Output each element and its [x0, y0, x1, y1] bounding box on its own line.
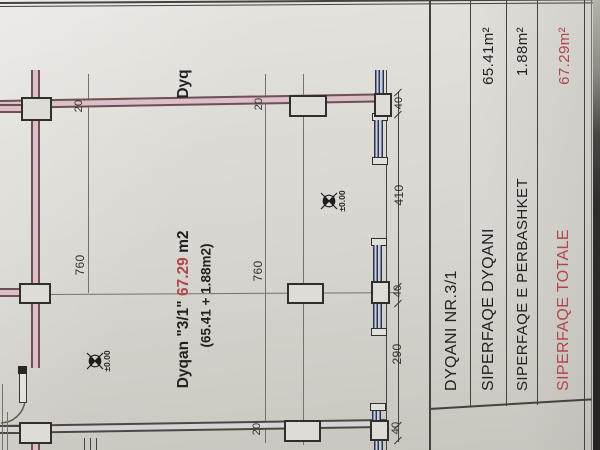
- dim-label-20-mid-top: 20: [253, 97, 265, 111]
- table-separator-2: [506, 0, 508, 406]
- column: [371, 281, 390, 304]
- level-marker-text: ±0.00: [102, 350, 112, 372]
- glazing-cap: [371, 328, 387, 336]
- dim-label-410: 410: [392, 184, 406, 206]
- wall-left-lower: [31, 441, 40, 450]
- column: [19, 422, 52, 444]
- table-row-value: 1.88m²: [514, 27, 531, 77]
- sheet-edge-line: [591, 0, 592, 450]
- table-separator-3: [537, 0, 539, 405]
- glazing-bottom-stub: [374, 440, 383, 450]
- wall-stub-top-left: [0, 104, 22, 113]
- table-border-right: [584, 0, 586, 450]
- lower-stub-line: [84, 438, 85, 450]
- wall-top: [0, 93, 391, 109]
- glazing-cap: [372, 157, 388, 165]
- table-row-siperfaqe-perbashket: SIPERFAQE E PERBASHKET 1.88m²: [508, 15, 537, 397]
- lower-stub-line: [96, 438, 97, 450]
- glazing-w3: [372, 411, 381, 420]
- table-row-label: SIPERFAQE DYQANI: [479, 228, 497, 391]
- glazing-top-stub: [375, 70, 384, 93]
- grid-axis-mid: [46, 292, 399, 295]
- door-swing-arc: [0, 400, 26, 424]
- room-area-total: 67.29: [175, 257, 192, 297]
- sheet-frame-line2: [0, 2, 594, 7]
- photo-edge-shadow: [593, 0, 600, 450]
- dim-label-20-mid-bottom: 20: [251, 422, 263, 436]
- table-row-siperfaqe-totale: SIPERFAQE TOTALE 67.29m²: [548, 15, 580, 397]
- table-row-dyqani: DYQANI NR.3/1: [435, 15, 468, 397]
- table-separator-1: [470, 0, 472, 407]
- table-row-siperfaqe-dyqani: SIPERFAQE DYQANI 65.41m²: [473, 15, 504, 397]
- table-row-label: DYQANI NR.3/1: [442, 270, 460, 391]
- glazing-w2-lower: [373, 302, 382, 328]
- left-edge-line2: [7, 412, 8, 450]
- table-row-value: 65.41m²: [480, 27, 497, 85]
- grid-line-a: [88, 74, 89, 293]
- level-marker-icon: [320, 192, 338, 210]
- wall-stub-mid-left: [0, 288, 20, 297]
- room-area-unit: m2: [175, 230, 192, 258]
- grid-line-c: [303, 74, 304, 445]
- dim-line-right: [398, 92, 399, 442]
- door-hinge: [18, 366, 27, 374]
- dim-label-20-top-left: 20: [73, 99, 85, 113]
- table-row-label: SIPERFAQE TOTALE: [555, 228, 572, 391]
- dim-label-40-r3: 40: [390, 421, 402, 435]
- column: [370, 420, 389, 441]
- glazing-w2-upper: [373, 245, 382, 282]
- dim-label-290: 290: [390, 343, 404, 365]
- table-row-label: SIPERFAQE E PERBASHKET: [514, 177, 531, 391]
- column: [287, 283, 324, 304]
- room-label-clipped: Dyq: [175, 69, 192, 99]
- grid-line-b: [265, 74, 266, 443]
- column: [21, 97, 52, 121]
- column: [289, 95, 327, 117]
- column: [284, 420, 321, 442]
- glazing-cap: [370, 403, 386, 411]
- dim-label-40-r1: 40: [393, 96, 405, 110]
- lower-stub-line: [90, 438, 91, 450]
- room-label-line2: (65.41 + 1.88m2): [198, 243, 214, 348]
- glazing-w1: [374, 120, 383, 157]
- door-leaf: [19, 371, 27, 403]
- column: [19, 283, 51, 304]
- wall-stub-bottom-left: [0, 425, 20, 434]
- wall-bottom: [0, 418, 387, 434]
- room-name: Dyqan "3/1": [175, 296, 192, 389]
- table-border-left: [429, 0, 431, 450]
- dim-label-760-mid: 760: [251, 260, 265, 282]
- left-edge-line: [2, 384, 3, 450]
- level-marker-icon: [86, 352, 104, 370]
- column: [374, 93, 392, 117]
- table-border-bottom: [428, 398, 592, 410]
- dim-label-40-r2: 40: [392, 284, 404, 298]
- table-row-value: 67.29m²: [555, 27, 573, 85]
- level-marker-text: ±0.00: [337, 190, 347, 212]
- dim-label-760-left: 760: [73, 254, 87, 276]
- wall-left-upper: [31, 70, 40, 368]
- facade-axis-line: [386, 70, 387, 450]
